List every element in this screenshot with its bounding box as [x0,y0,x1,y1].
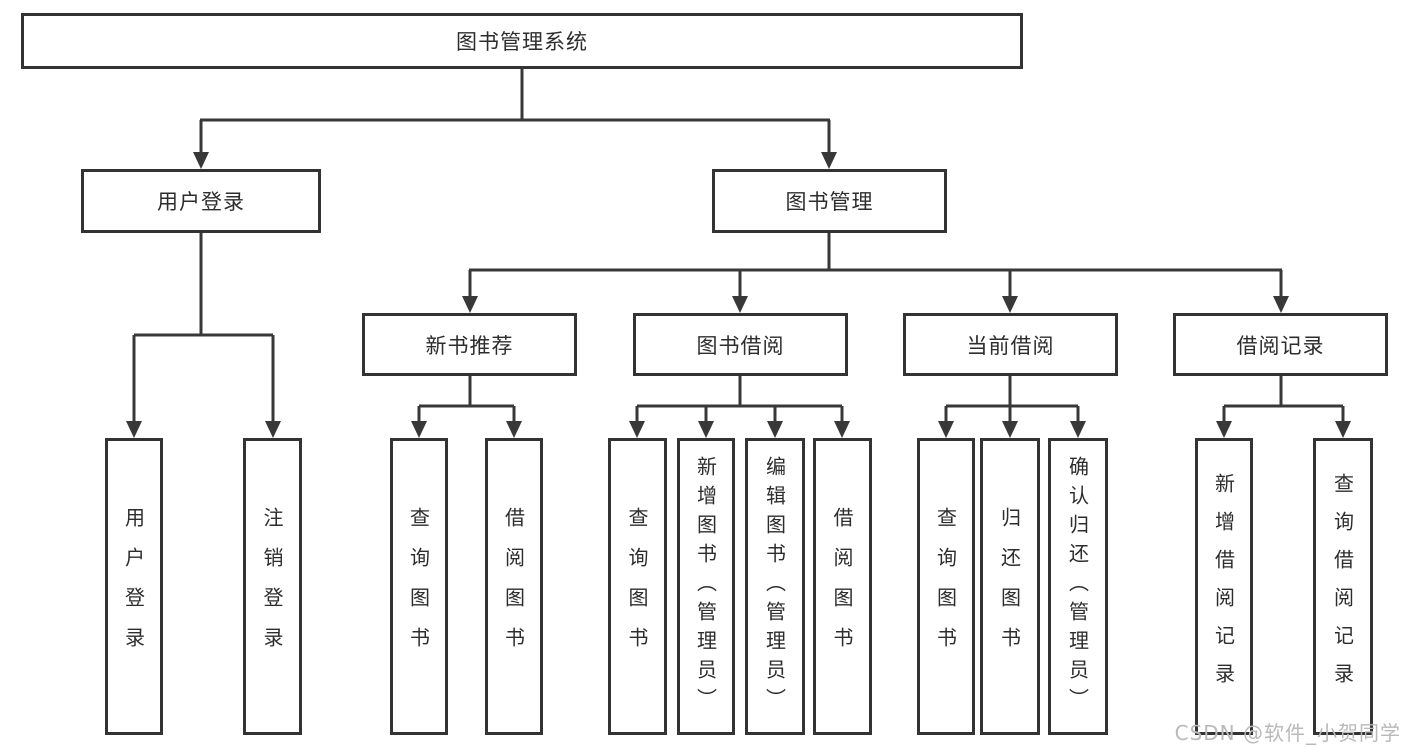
arrowhead-leaf [1335,421,1351,438]
arrowhead-leaf [1216,421,1232,438]
node-query-borrow-record: 查询借阅记录 [1313,438,1373,735]
connector-user-login-children [132,233,275,424]
leaf-label: 查询图书 [933,506,958,667]
connector-book-borrow-children [635,376,844,424]
leaf-label: 新增借阅记录 [1211,472,1236,701]
arrowhead-leaf [126,421,142,438]
leaf-label: 查询图书 [406,506,431,667]
connector-root-to-level2 [199,69,831,156]
arrowhead-level3 [732,296,748,313]
node-borrowing-records: 借阅记录 [1173,313,1388,376]
leaf-label: 确认归还（管理员） [1065,456,1090,717]
arrowhead-leaf [767,421,783,438]
connector-book-management-children [468,233,1283,299]
node-borrow-books-recommend: 借阅图书 [485,438,543,735]
arrowhead-leaf [1070,421,1086,438]
leaf-label: 查询图书 [625,506,649,667]
node-new-book-recommendation: 新书推荐 [362,313,577,376]
node-query-books-current: 查询图书 [917,438,975,735]
node-query-books-borrow: 查询图书 [608,438,667,735]
node-query-books-recommend: 查询图书 [390,438,448,735]
connector-current-borrow-children [944,376,1080,424]
node-add-books-admin: 新增图书（管理员） [677,438,735,735]
node-library-management-system: 图书管理系统 [21,13,1023,69]
connector-new-book-children [417,376,516,424]
node-book-management: 图书管理 [712,169,947,233]
node-edit-books-admin: 编辑图书（管理员） [745,438,805,735]
arrowhead-level3 [1273,296,1289,313]
arrowhead-level3 [1002,296,1018,313]
arrowhead-leaf [411,421,427,438]
node-book-borrowing: 图书借阅 [633,313,848,376]
leaf-label: 借阅图书 [830,506,854,667]
arrowhead-leaf [834,421,850,438]
arrowhead-leaf [698,421,714,438]
leaf-label: 注销登录 [260,506,284,667]
leaf-label: 归还图书 [997,506,1022,667]
node-user-login-leaf: 用户登录 [105,438,163,735]
arrowhead-leaf [1002,421,1018,438]
node-confirm-return-admin: 确认归还（管理员） [1048,438,1108,735]
leaf-label: 查询借阅记录 [1330,472,1355,701]
arrowhead-user-login [193,152,209,169]
arrowhead-leaf [506,421,522,438]
leaf-label: 新增图书（管理员） [693,456,718,717]
connector-borrow-record-children [1222,376,1345,424]
arrowhead-leaf [629,421,645,438]
leaf-label: 用户登录 [121,506,146,667]
node-current-borrowing: 当前借阅 [903,313,1118,376]
node-add-borrow-record: 新增借阅记录 [1195,438,1253,735]
watermark: CSDN @软件_小贺同学 [1174,721,1401,745]
leaf-label: 编辑图书（管理员） [762,456,787,717]
arrowhead-leaf [265,421,281,438]
arrowhead-leaf [938,421,954,438]
arrowhead-level3 [462,296,478,313]
node-logout: 注销登录 [243,438,302,735]
node-return-books: 归还图书 [980,438,1040,735]
leaf-label: 借阅图书 [501,506,526,667]
arrowhead-book-management [821,152,837,169]
node-borrow-books-leaf: 借阅图书 [813,438,872,735]
node-user-login: 用户登录 [81,169,321,233]
